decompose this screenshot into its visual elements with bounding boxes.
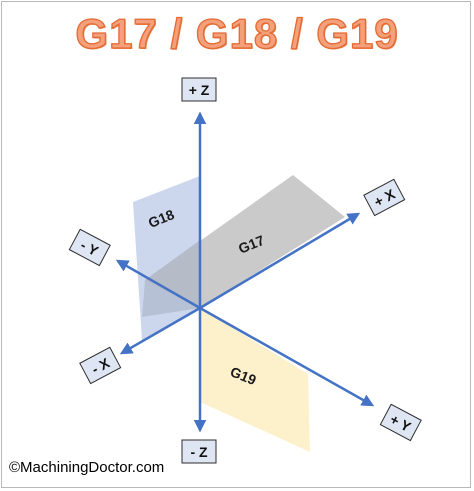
page-title: G17 / G18 / G19	[75, 9, 399, 57]
neg-x-axis-line	[119, 306, 201, 355]
pos-x-tag: + X	[363, 178, 406, 217]
neg-z-label: - Z	[190, 444, 208, 460]
pos-y-tag: + Y	[379, 403, 422, 442]
neg-y-axis-line	[115, 259, 201, 310]
g18-g17-overlap	[142, 240, 200, 317]
pos-z-label: + Z	[189, 82, 210, 98]
pos-z-tag: + Z	[181, 77, 217, 102]
copyright-credit: ©MachiningDoctor.com	[9, 459, 165, 476]
neg-x-tag: - X	[79, 346, 122, 385]
g19-plane	[200, 308, 310, 452]
neg-y-label: - Y	[78, 237, 102, 260]
y-axis-line	[199, 306, 375, 407]
neg-z-tag: - Z	[181, 439, 217, 464]
neg-y-tag: - Y	[68, 228, 111, 267]
neg-x-label: - X	[89, 354, 113, 377]
axis-lines	[115, 111, 375, 433]
x-axis-line	[199, 212, 361, 310]
